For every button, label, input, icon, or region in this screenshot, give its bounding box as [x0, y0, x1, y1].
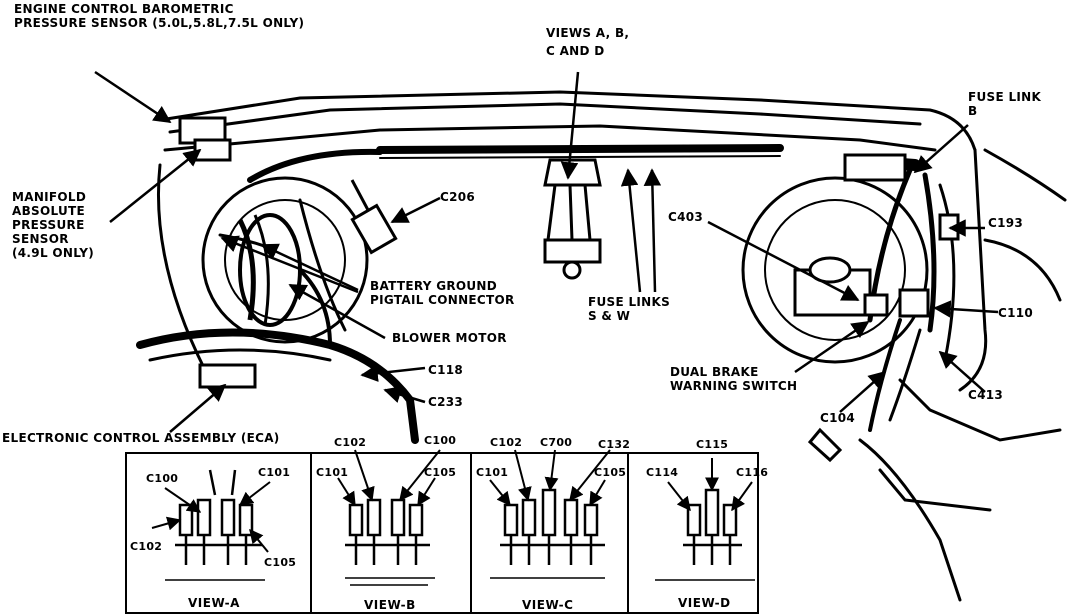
- view-b-c105-label: C105: [424, 466, 457, 479]
- map-sensor-label-line2: ABSOLUTE: [12, 204, 86, 218]
- view-a-c102-label: C102: [130, 540, 163, 553]
- blower-motor: [201, 176, 369, 344]
- battery-ground-label-line1: BATTERY GROUND: [370, 279, 498, 293]
- views-label-line1: VIEWS A, B,: [546, 26, 630, 40]
- baro-sensor: [178, 116, 232, 162]
- c403-label: C403: [668, 210, 704, 224]
- c206-connector: [350, 179, 398, 255]
- map-sensor-label-line4: SENSOR: [12, 232, 69, 246]
- battery-ground-label-line2: PIGTAIL CONNECTOR: [370, 293, 515, 307]
- view-a-c101-label: C101: [258, 466, 291, 479]
- baro-sensor-label-line2: PRESSURE SENSOR (5.0L,5.8L,7.5L ONLY): [14, 16, 305, 30]
- view-c-c101-label: C101: [476, 466, 509, 479]
- brake-booster: [741, 176, 929, 364]
- c413-label: C413: [968, 388, 1004, 402]
- map-sensor-label-line1: MANIFOLD: [12, 190, 87, 204]
- c104-label: C104: [820, 411, 856, 425]
- view-d-title: VIEW-D: [678, 596, 731, 610]
- fuse-link-b-label: FUSE LINK B: [968, 90, 1041, 118]
- view-d-arrows: [667, 458, 753, 512]
- view-c-c102-label: C102: [490, 436, 523, 449]
- view-a-arrows: [151, 481, 271, 553]
- view-a-c105-label: C105: [264, 556, 297, 569]
- c193-label: C193: [988, 216, 1024, 230]
- fuse-link-b-body: [843, 153, 907, 182]
- c118-label: C118: [428, 363, 464, 377]
- dual-brake-label-line1: DUAL BRAKE: [670, 365, 759, 379]
- blower-motor-label: BLOWER MOTOR: [392, 331, 507, 345]
- view-c-arrows: [489, 449, 611, 507]
- view-b-arrows: [337, 449, 441, 507]
- map-sensor-label-line3: PRESSURE: [12, 218, 85, 232]
- fuse-links-sw-label: FUSE LINKS S & W: [588, 295, 670, 323]
- view-panels: [125, 452, 759, 614]
- baro-sensor-label-line1: ENGINE CONTROL BAROMETRIC: [14, 2, 234, 16]
- view-b-title: VIEW-B: [364, 598, 416, 612]
- view-a-title: VIEW-A: [188, 596, 240, 610]
- eca-module: [198, 363, 257, 389]
- view-d-connectors: [683, 488, 742, 565]
- view-b-c102-label: C102: [334, 436, 367, 449]
- fuse-links-sw-label-line1: FUSE LINKS: [588, 295, 671, 309]
- eca-label: ELECTRONIC CONTROL ASSEMBLY (ECA): [2, 431, 280, 445]
- firewall-outline: [156, 90, 1067, 602]
- view-c-c700-label: C700: [540, 436, 573, 449]
- view-b-c101-label: C101: [316, 466, 349, 479]
- view-c-c132-label: C132: [598, 438, 631, 451]
- view-a-c100-label: C100: [146, 472, 179, 485]
- battery-ground-label: BATTERY GROUND PIGTAIL CONNECTOR: [370, 279, 515, 307]
- views-connector-cluster: [543, 158, 602, 280]
- c206-label: C206: [440, 190, 476, 204]
- views-label-line2: C AND D: [546, 44, 605, 58]
- dual-brake-label-line2: WARNING SWITCH: [670, 379, 798, 393]
- fuse-link-b-label-line2: B: [968, 104, 978, 118]
- view-d-c114-label: C114: [646, 466, 679, 479]
- view-d-c115-label: C115: [696, 438, 729, 451]
- view-c-title: VIEW-C: [522, 598, 574, 612]
- view-a-connectors: [175, 469, 262, 565]
- fuse-link-b-label-line1: FUSE LINK: [968, 90, 1042, 104]
- map-sensor-label-line5: (4.9L ONLY): [12, 246, 95, 260]
- view-c-connectors: [500, 488, 605, 565]
- dual-brake-label: DUAL BRAKE WARNING SWITCH: [670, 365, 797, 393]
- view-d-c116-label: C116: [736, 466, 769, 479]
- c110-label: C110: [998, 306, 1034, 320]
- view-b-connectors: [345, 498, 430, 565]
- leader-arrows: [94, 70, 999, 433]
- view-c-c105-label: C105: [594, 466, 627, 479]
- c233-label: C233: [428, 395, 464, 409]
- baro-sensor-label: ENGINE CONTROL BAROMETRIC PRESSURE SENSO…: [14, 2, 304, 30]
- view-b-c100-label: C100: [424, 434, 457, 447]
- fuse-links-sw-label-line2: S & W: [588, 309, 631, 323]
- view-captions: [165, 577, 755, 586]
- views-label: VIEWS A, B, C AND D: [546, 26, 629, 58]
- map-sensor-label: MANIFOLD ABSOLUTE PRESSURE SENSOR (4.9L …: [12, 190, 94, 260]
